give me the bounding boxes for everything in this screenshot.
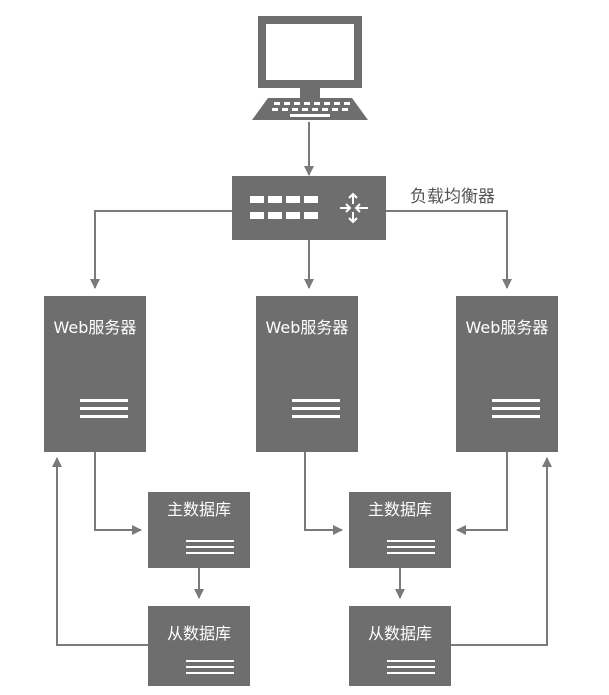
switch-ports-icon [250, 192, 368, 224]
master-db-1: 主数据库 [148, 492, 250, 568]
web-server-label: Web服务器 [265, 318, 349, 337]
load-balancer [232, 176, 386, 240]
server-list-icon [292, 399, 340, 423]
db-list-icon [387, 660, 435, 678]
db-list-icon [387, 540, 435, 558]
server-list-icon [492, 399, 540, 423]
web-server-label: Web服务器 [465, 318, 549, 337]
routing-arrows-icon [340, 192, 368, 224]
master-db-label: 主数据库 [166, 500, 231, 519]
web-server-1: Web服务器 [44, 296, 146, 452]
slave-db-2: 从数据库 [349, 606, 451, 686]
slave-db-label: 从数据库 [166, 624, 231, 643]
arrow-lb-to-web-1 [90, 210, 232, 289]
arrow-web-2-to-master-2 [304, 452, 343, 535]
master-db-2: 主数据库 [349, 492, 451, 568]
web-server-label: Web服务器 [53, 318, 137, 337]
load-balancer-label: 负载均衡器 [410, 187, 495, 207]
arrow-web-3-to-master-2 [456, 452, 508, 535]
computer-icon [252, 16, 368, 120]
arrow-lb-to-web-3 [386, 210, 512, 289]
slave-db-label: 从数据库 [367, 624, 432, 643]
web-server-3: Web服务器 [456, 296, 558, 452]
server-list-icon [80, 399, 128, 423]
web-server-2: Web服务器 [256, 296, 358, 452]
arrow-slave-1-to-web-1 [52, 457, 148, 646]
master-db-label: 主数据库 [367, 500, 432, 519]
db-list-icon [186, 660, 234, 678]
slave-db-1: 从数据库 [148, 606, 250, 686]
db-list-icon [186, 540, 234, 558]
arrow-web-1-to-master-1 [94, 452, 142, 535]
arrow-slave-2-to-web-3 [451, 457, 552, 646]
